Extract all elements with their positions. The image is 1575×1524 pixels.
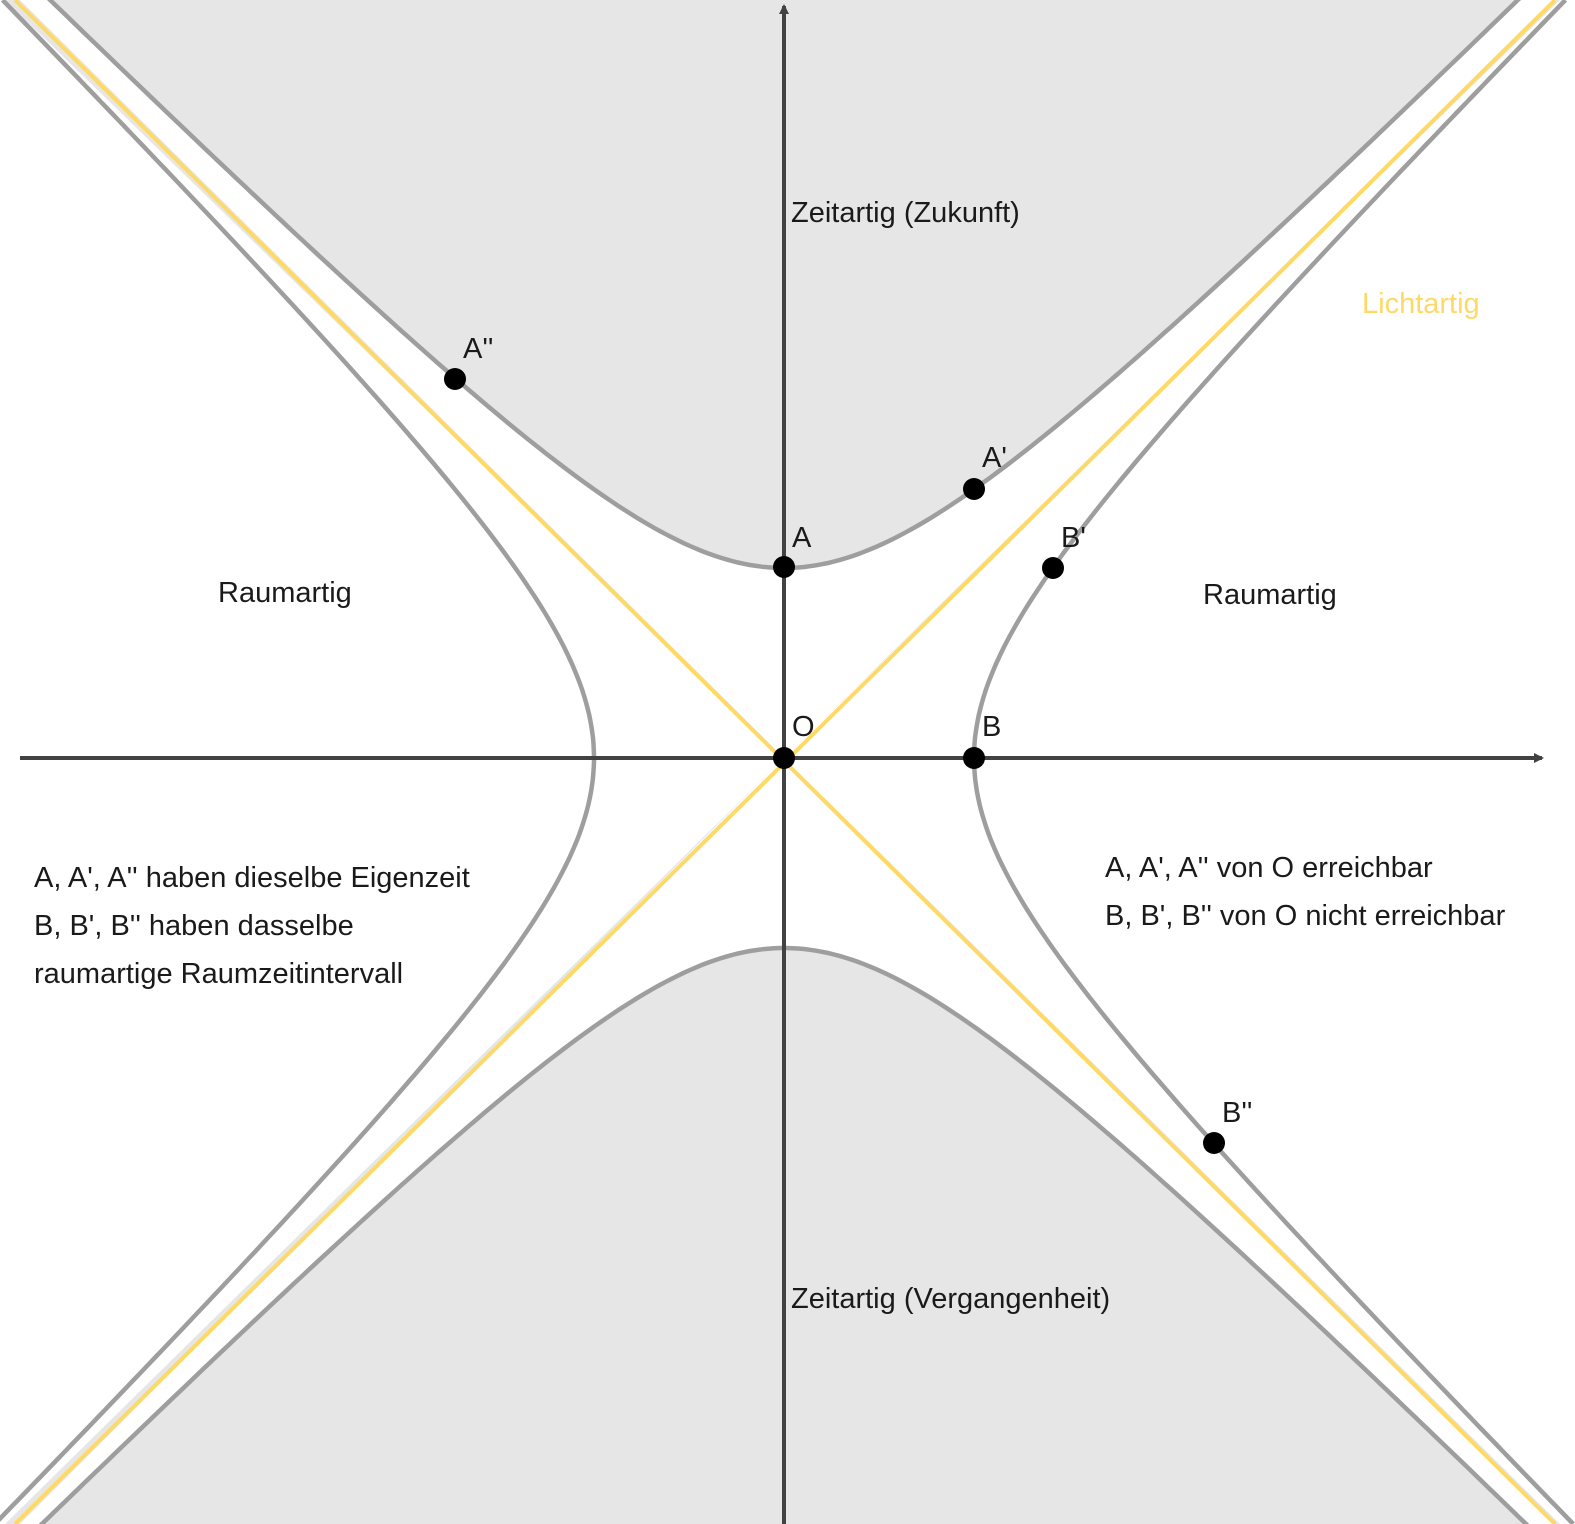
label-a: A <box>792 522 812 554</box>
note-left-line-2: B, B', B'' haben dasselbe <box>34 910 354 942</box>
point-a <box>773 556 795 578</box>
label-b: B <box>982 711 1001 743</box>
point-b-prime <box>1042 557 1064 579</box>
point-b <box>963 747 985 769</box>
point-b-double-prime <box>1203 1132 1225 1154</box>
region-label-timelike-past: Zeitartig (Vergangenheit) <box>791 1283 1110 1315</box>
point-a-double-prime <box>444 368 466 390</box>
note-left-line-1: A, A', A'' haben dieselbe Eigenzeit <box>34 862 470 894</box>
note-right-line-1: A, A', A'' von O erreichbar <box>1105 852 1433 884</box>
point-a-prime <box>963 478 985 500</box>
label-origin: O <box>792 711 815 743</box>
region-label-spacelike-left: Raumartig <box>218 577 352 609</box>
region-label-timelike-future: Zeitartig (Zukunft) <box>791 197 1020 229</box>
label-b-double-prime: B'' <box>1222 1097 1252 1129</box>
point-origin <box>773 747 795 769</box>
note-left-line-3: raumartige Raumzeitintervall <box>34 958 403 990</box>
note-right-line-2: B, B', B'' von O nicht erreichbar <box>1105 900 1506 932</box>
timelike-past-band <box>0 758 1575 1524</box>
timelike-future-band <box>0 0 1575 758</box>
label-b-prime: B' <box>1061 522 1086 554</box>
label-a-double-prime: A'' <box>463 333 493 365</box>
label-a-prime: A' <box>982 442 1007 474</box>
region-label-lightlike: Lichtartig <box>1362 288 1480 320</box>
region-label-spacelike-right: Raumartig <box>1203 579 1337 611</box>
hyperbola-spacelike-left <box>0 0 597 1522</box>
